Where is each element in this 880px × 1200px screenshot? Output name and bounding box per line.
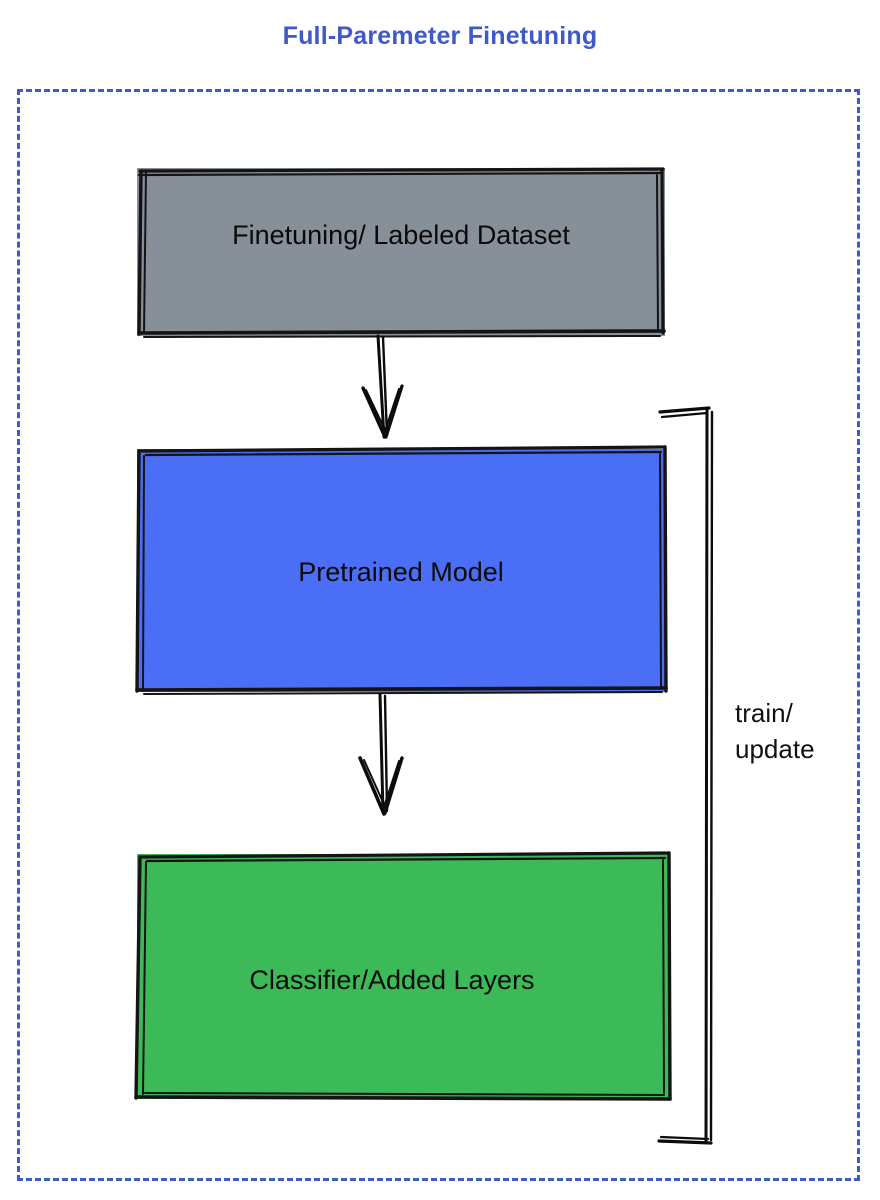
page-title: Full-Paremeter Finetuning <box>282 22 598 50</box>
node-pretrained-fill <box>137 449 665 692</box>
node-classifier-fill <box>137 854 669 1099</box>
node-finetuning-labeled-dataset[interactable]: Finetuning/ Labeled Dataset <box>137 168 665 336</box>
node-classifier-added-layers[interactable]: Classifier/Added Layers <box>137 854 669 1099</box>
node-classifier-label: Classifier/Added Layers <box>249 965 535 995</box>
edge-label-train-update: train/ update <box>735 695 815 767</box>
node-dataset-fill <box>137 168 665 336</box>
node-dataset-label: Finetuning/ Labeled Dataset <box>232 220 570 250</box>
edge-label-line-2: update <box>735 734 815 764</box>
node-pretrained-model[interactable]: Pretrained Model <box>137 449 665 692</box>
node-pretrained-label: Pretrained Model <box>298 557 504 587</box>
diagram-dashed-frame <box>17 89 860 1181</box>
edge-label-line-1: train/ <box>735 698 793 728</box>
